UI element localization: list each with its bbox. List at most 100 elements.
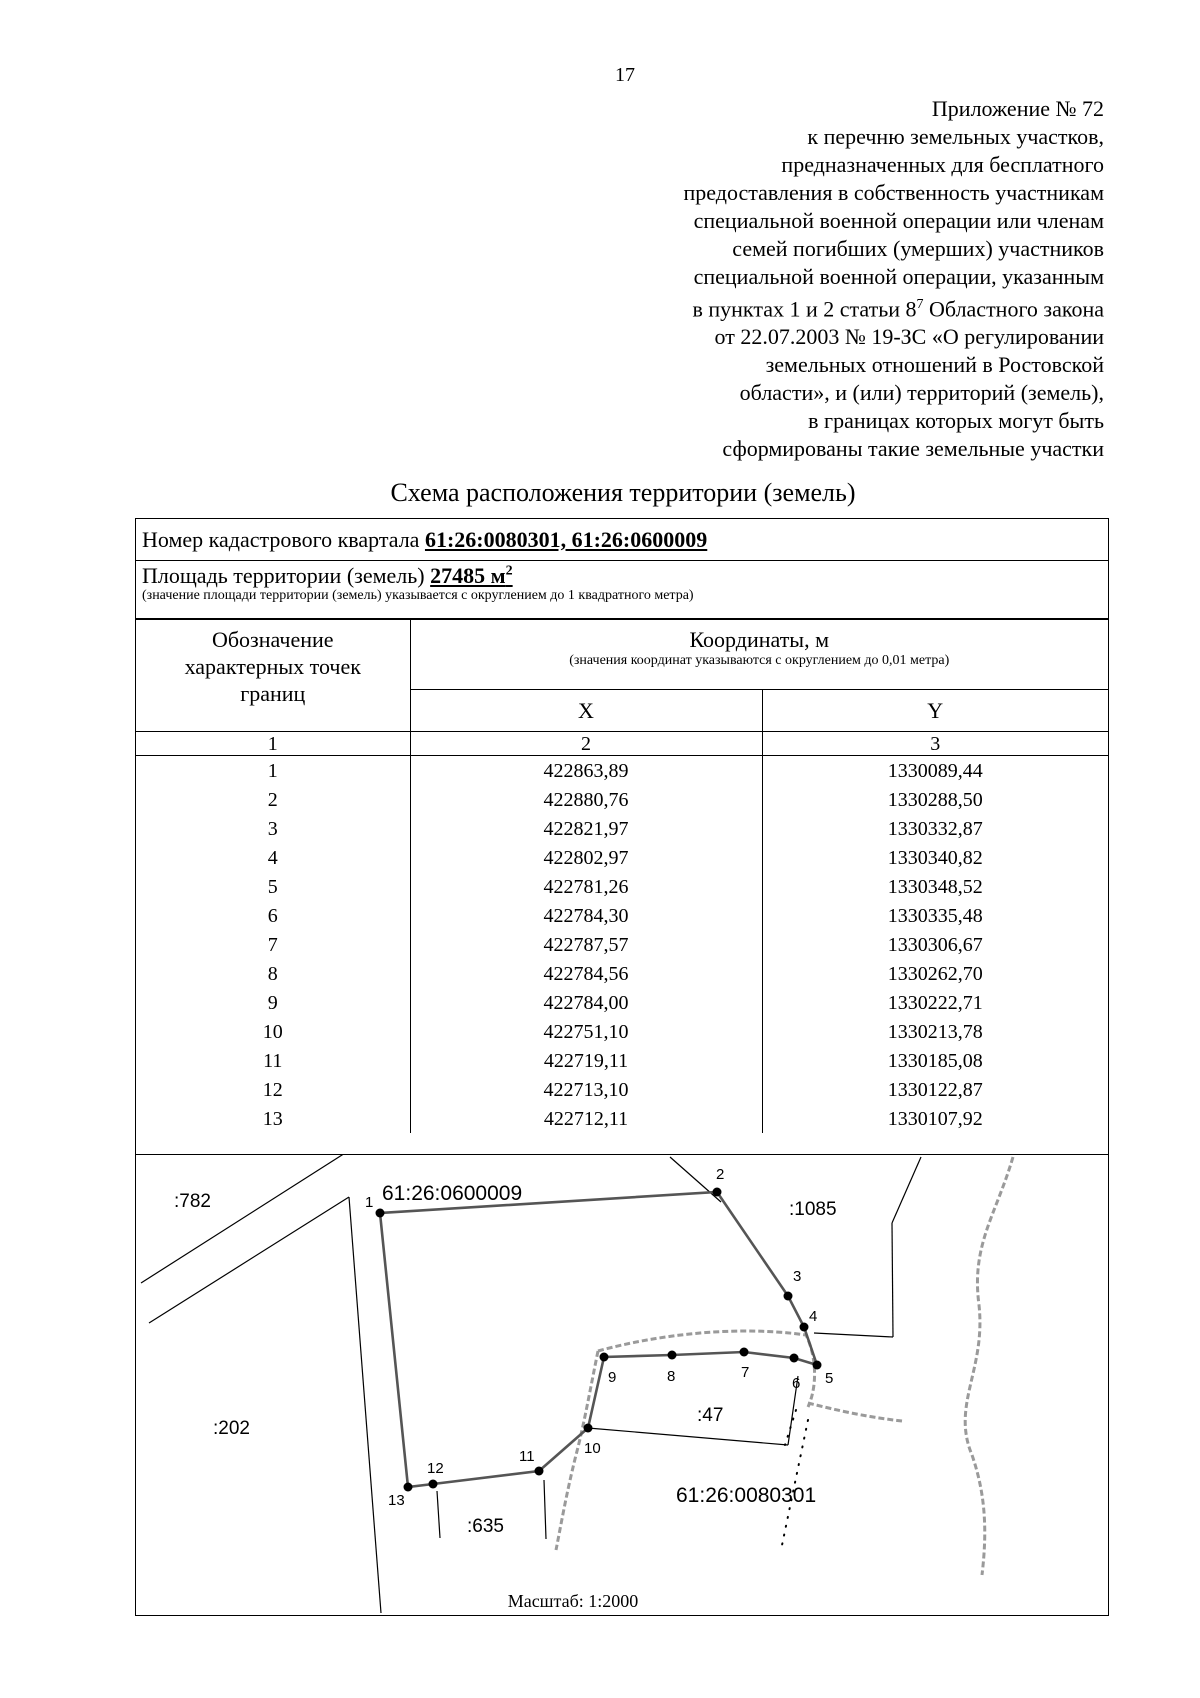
point-label: 7 [741,1364,749,1381]
points-header-line: характерных точек [184,654,361,679]
point-number: 4 [136,843,411,872]
area-number: 27485 м [430,563,506,588]
coordinates-title: Координаты, м [689,627,830,652]
neighbour-boundaries [140,1155,922,1614]
y-value: 1330089,44 [761,755,1108,785]
points-header-line: границ [240,681,306,706]
y-value: 1330222,71 [761,988,1108,1017]
y-value: 1330335,48 [761,901,1108,930]
appendix-line: в пунктах 1 и 2 статьи 87 Областного зак… [484,291,1105,323]
boundary-point [428,1479,438,1489]
boundary-line [669,1156,722,1203]
y-value: 1330340,82 [761,843,1108,872]
point-number: 1 [136,755,411,785]
boundary-point [799,1322,809,1332]
boundary-line [787,1375,799,1446]
boundary-line [348,1196,382,1614]
index-cell: 3 [761,731,1108,756]
dotted-boundary [780,1409,809,1551]
page-number: 17 [615,64,635,86]
parcel-labels: :782 61:26:0600009 :1085 :202 :47 61:26:… [174,1182,837,1537]
point-number: 2 [136,785,411,814]
appendix-line: сформированы такие земельные участки [722,436,1104,462]
point-label: 10 [584,1440,601,1457]
x-value: 422784,56 [409,959,763,988]
boundary-point [712,1187,722,1197]
index-cell: 2 [409,731,763,756]
appendix-line: Приложение № 72 [931,96,1104,121]
zone-line [963,1156,1015,1576]
boundary-point [739,1347,749,1357]
y-value: 1330262,70 [761,959,1108,988]
point-label: 13 [388,1492,405,1509]
scale-label: Масштаб: 1:2000 [508,1591,639,1611]
area-row: Площадь территории (земель) 27485 м2 (зн… [136,561,1108,619]
scheme-title: Схема расположения территории (земель) [390,478,856,507]
appendix-line: специальной военной операции, указанным [693,264,1104,289]
x-value: 422784,00 [409,988,763,1017]
y-value: 1330332,87 [761,814,1108,843]
boundary-point [583,1423,593,1433]
point-label: 6 [792,1375,800,1392]
x-value: 422781,26 [409,872,763,901]
point-label: 9 [608,1369,616,1386]
x-value: 422751,10 [409,1017,763,1046]
quarter-label: 61:26:0600009 [382,1182,522,1205]
boundary-point [403,1482,413,1492]
x-value: 422880,76 [409,785,763,814]
appendix-line: предоставления в собственность участника… [683,180,1104,205]
boundary-line [436,1490,441,1539]
boundary-line [813,1332,894,1338]
y-value: 1330213,78 [761,1017,1108,1046]
appendix-line: от 22.07.2003 № 19-ЗС «О регулировании [714,324,1104,350]
scheme-frame: Номер кадастрового квартала 61:26:008030… [135,518,1109,1616]
appendix-line: специальной военной операции или членам [693,208,1104,233]
parcel-label: :782 [174,1191,211,1212]
appendix-line-part: в пунктах 1 и 2 статьи 8 [692,296,917,322]
x-value: 422712,11 [409,1104,763,1133]
dotted-line [784,1409,797,1446]
y-header: Y [761,689,1108,732]
appendix-line-part: Областного закона [923,296,1104,322]
boundary-point [599,1352,609,1362]
coordinates-note: (значения координат указываются с округл… [569,653,950,668]
point-number: 7 [136,930,411,959]
boundary-point [812,1360,822,1370]
y-value: 1330306,67 [761,930,1108,959]
boundary-line [587,1427,789,1446]
map-drawing: 1 2 3 4 5 6 7 8 9 10 11 12 13 :782 61:26… [140,1155,1015,1614]
coordinates-header: Координаты, м (значения координат указыв… [409,619,1108,690]
area-note: (значение площади территории (земель) ук… [142,588,694,603]
point-number: 5 [136,872,411,901]
point-label: 1 [365,1194,373,1211]
y-value: 1330185,08 [761,1046,1108,1075]
boundary-line [891,1156,922,1224]
x-value: 422784,30 [409,901,763,930]
point-number: 9 [136,988,411,1017]
zone-line [597,1329,817,1408]
points-header-line: Обозначение [211,627,334,652]
point-number: 12 [136,1075,411,1104]
appendix-line: земельных отношений в Ростовской [765,352,1104,378]
y-value: 1330122,87 [761,1075,1108,1104]
x-value: 422802,97 [409,843,763,872]
point-label: 11 [519,1448,535,1465]
appendix-line: семей погибших (умерших) участников [732,236,1104,261]
article-superscript: 7 [916,297,924,312]
point-label: 5 [825,1370,833,1387]
x-value: 422863,89 [409,755,763,785]
point-label: 2 [716,1166,724,1183]
boundary-line [891,1222,894,1338]
area-unit-superscript: 2 [505,563,513,579]
